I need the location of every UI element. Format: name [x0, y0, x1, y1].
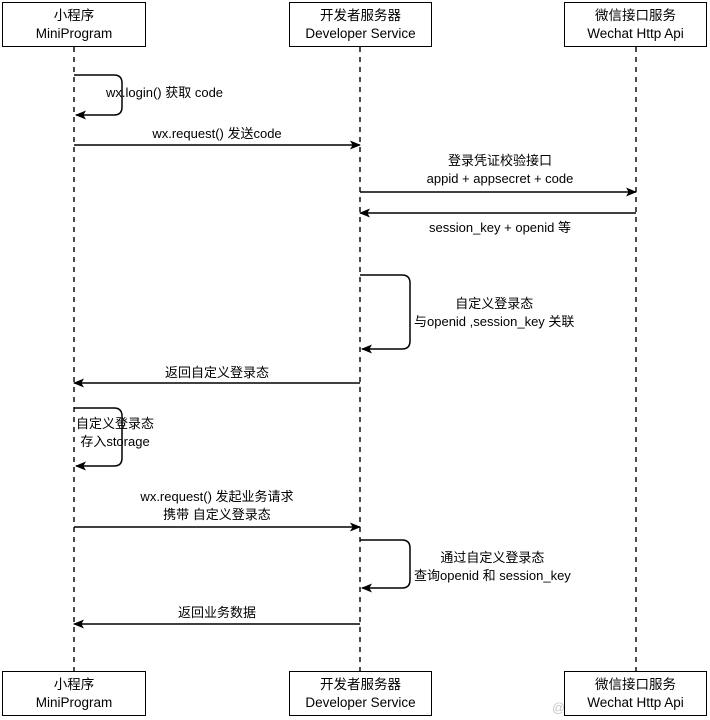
- actor-label-cn: 小程序: [53, 677, 95, 693]
- message-label-m1: wx.login() 获取 code: [106, 85, 224, 100]
- actor-label-en: Developer Service: [305, 694, 416, 710]
- message-label-m10: 返回业务数据: [177, 605, 257, 620]
- actor-label-cn: 微信接口服务: [595, 677, 676, 693]
- actor-label-en: Wechat Http Api: [587, 25, 684, 41]
- message-label-m5: 自定义登录态 与openid ,session_key 关联: [414, 296, 575, 329]
- actor-label-cn: 开发者服务器: [320, 677, 401, 693]
- self-message-arrow-m1: [74, 74, 123, 120]
- actor-label-en: MiniProgram: [35, 25, 113, 41]
- message-label-m4: session_key + openid 等: [428, 220, 572, 235]
- message-label-m2: wx.request() 发送code: [152, 126, 282, 141]
- self-message-arrow-m7: [74, 407, 123, 471]
- self-message-arrow-m5: [360, 274, 411, 354]
- actor-label-en: Developer Service: [305, 25, 416, 41]
- actor-label-en: Wechat Http Api: [587, 694, 684, 710]
- message-label-m3: 登录凭证校验接口 appid + appsecret + code: [426, 153, 574, 186]
- actor-label-en: MiniProgram: [35, 694, 113, 710]
- actor-label-cn: 微信接口服务: [595, 8, 676, 24]
- message-label-m9: 通过自定义登录态 查询openid 和 session_key: [414, 550, 571, 583]
- actor-label-cn: 开发者服务器: [320, 8, 401, 24]
- messages-group: [73, 74, 637, 629]
- message-label-m7: 自定义登录态 存入storage: [76, 416, 155, 449]
- self-message-arrow-m9: [360, 539, 411, 593]
- lifelines-group: [73, 47, 637, 671]
- actor-label-cn: 小程序: [53, 8, 95, 24]
- message-label-m8: wx.request() 发起业务请求 携带 自定义登录态: [140, 489, 294, 522]
- message-label-m6: 返回自定义登录态: [164, 365, 270, 380]
